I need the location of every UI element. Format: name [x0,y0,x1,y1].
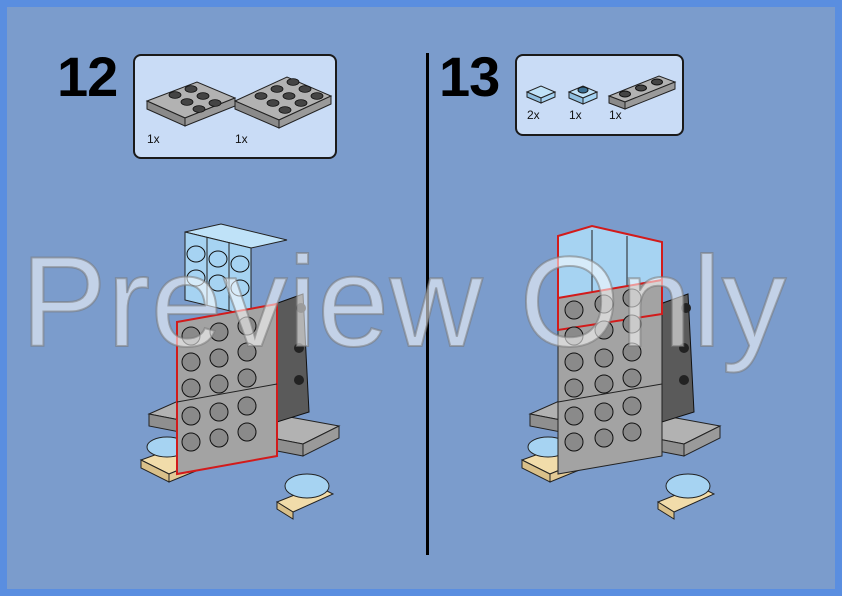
part-quantity: 1x [609,108,622,122]
parts-list-step-12: 1x 1x [133,54,337,159]
part-quantity: 2x [527,108,540,122]
plate-1x3-gray-icon [607,75,677,110]
parts-list-illustration [145,76,333,129]
plate-2x4-gray-icon [233,76,333,129]
step-12-model-illustration [139,223,341,520]
part-quantity: 1x [569,108,582,122]
step-13-model-illustration [520,224,722,520]
step-number-13: 13 [439,45,500,108]
plate-1x1-light-blue-icon [567,85,599,105]
parts-list-step-13: 2x 1x 1x [515,54,684,136]
tile-1x1-light-blue-icon [525,85,557,104]
part-quantity: 1x [235,132,248,146]
step-number-12: 12 [57,45,118,108]
step-divider [426,53,429,555]
parts-list-illustration [525,75,677,110]
part-quantity: 1x [147,132,160,146]
plate-2x3-gray-icon [145,81,237,127]
